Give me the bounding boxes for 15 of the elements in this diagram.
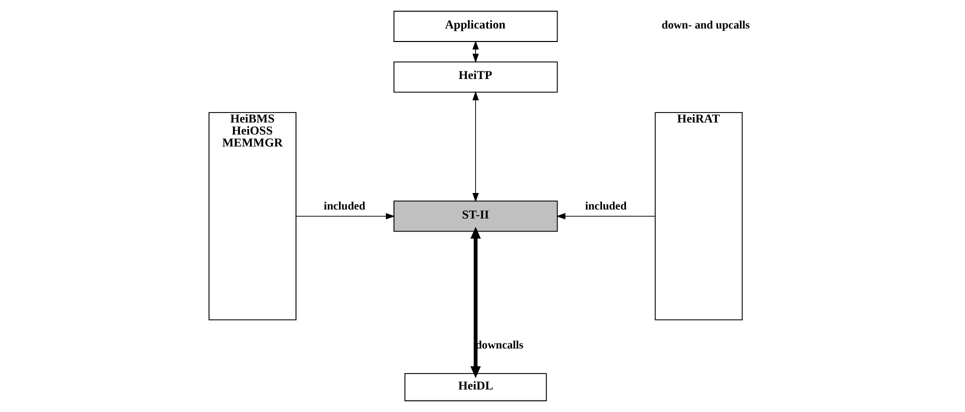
node-box: ST-II [393,200,558,232]
node-box: HeiTP [393,61,558,93]
node-box: HeiDL [404,373,546,402]
node-box: HeiRAT [654,112,742,320]
node-box: Application [393,10,558,42]
arrow [556,213,656,220]
arrow [295,213,394,220]
arrow [470,226,480,378]
edge-label: included [584,200,626,212]
arrow [472,40,478,63]
edge-label: downcalls [475,340,523,352]
edge-label: included [323,200,365,212]
node-box: HeiBMS HeiOSS MEMMGR [208,112,296,320]
arrow [472,91,478,202]
label: down- and upcalls [661,19,750,32]
